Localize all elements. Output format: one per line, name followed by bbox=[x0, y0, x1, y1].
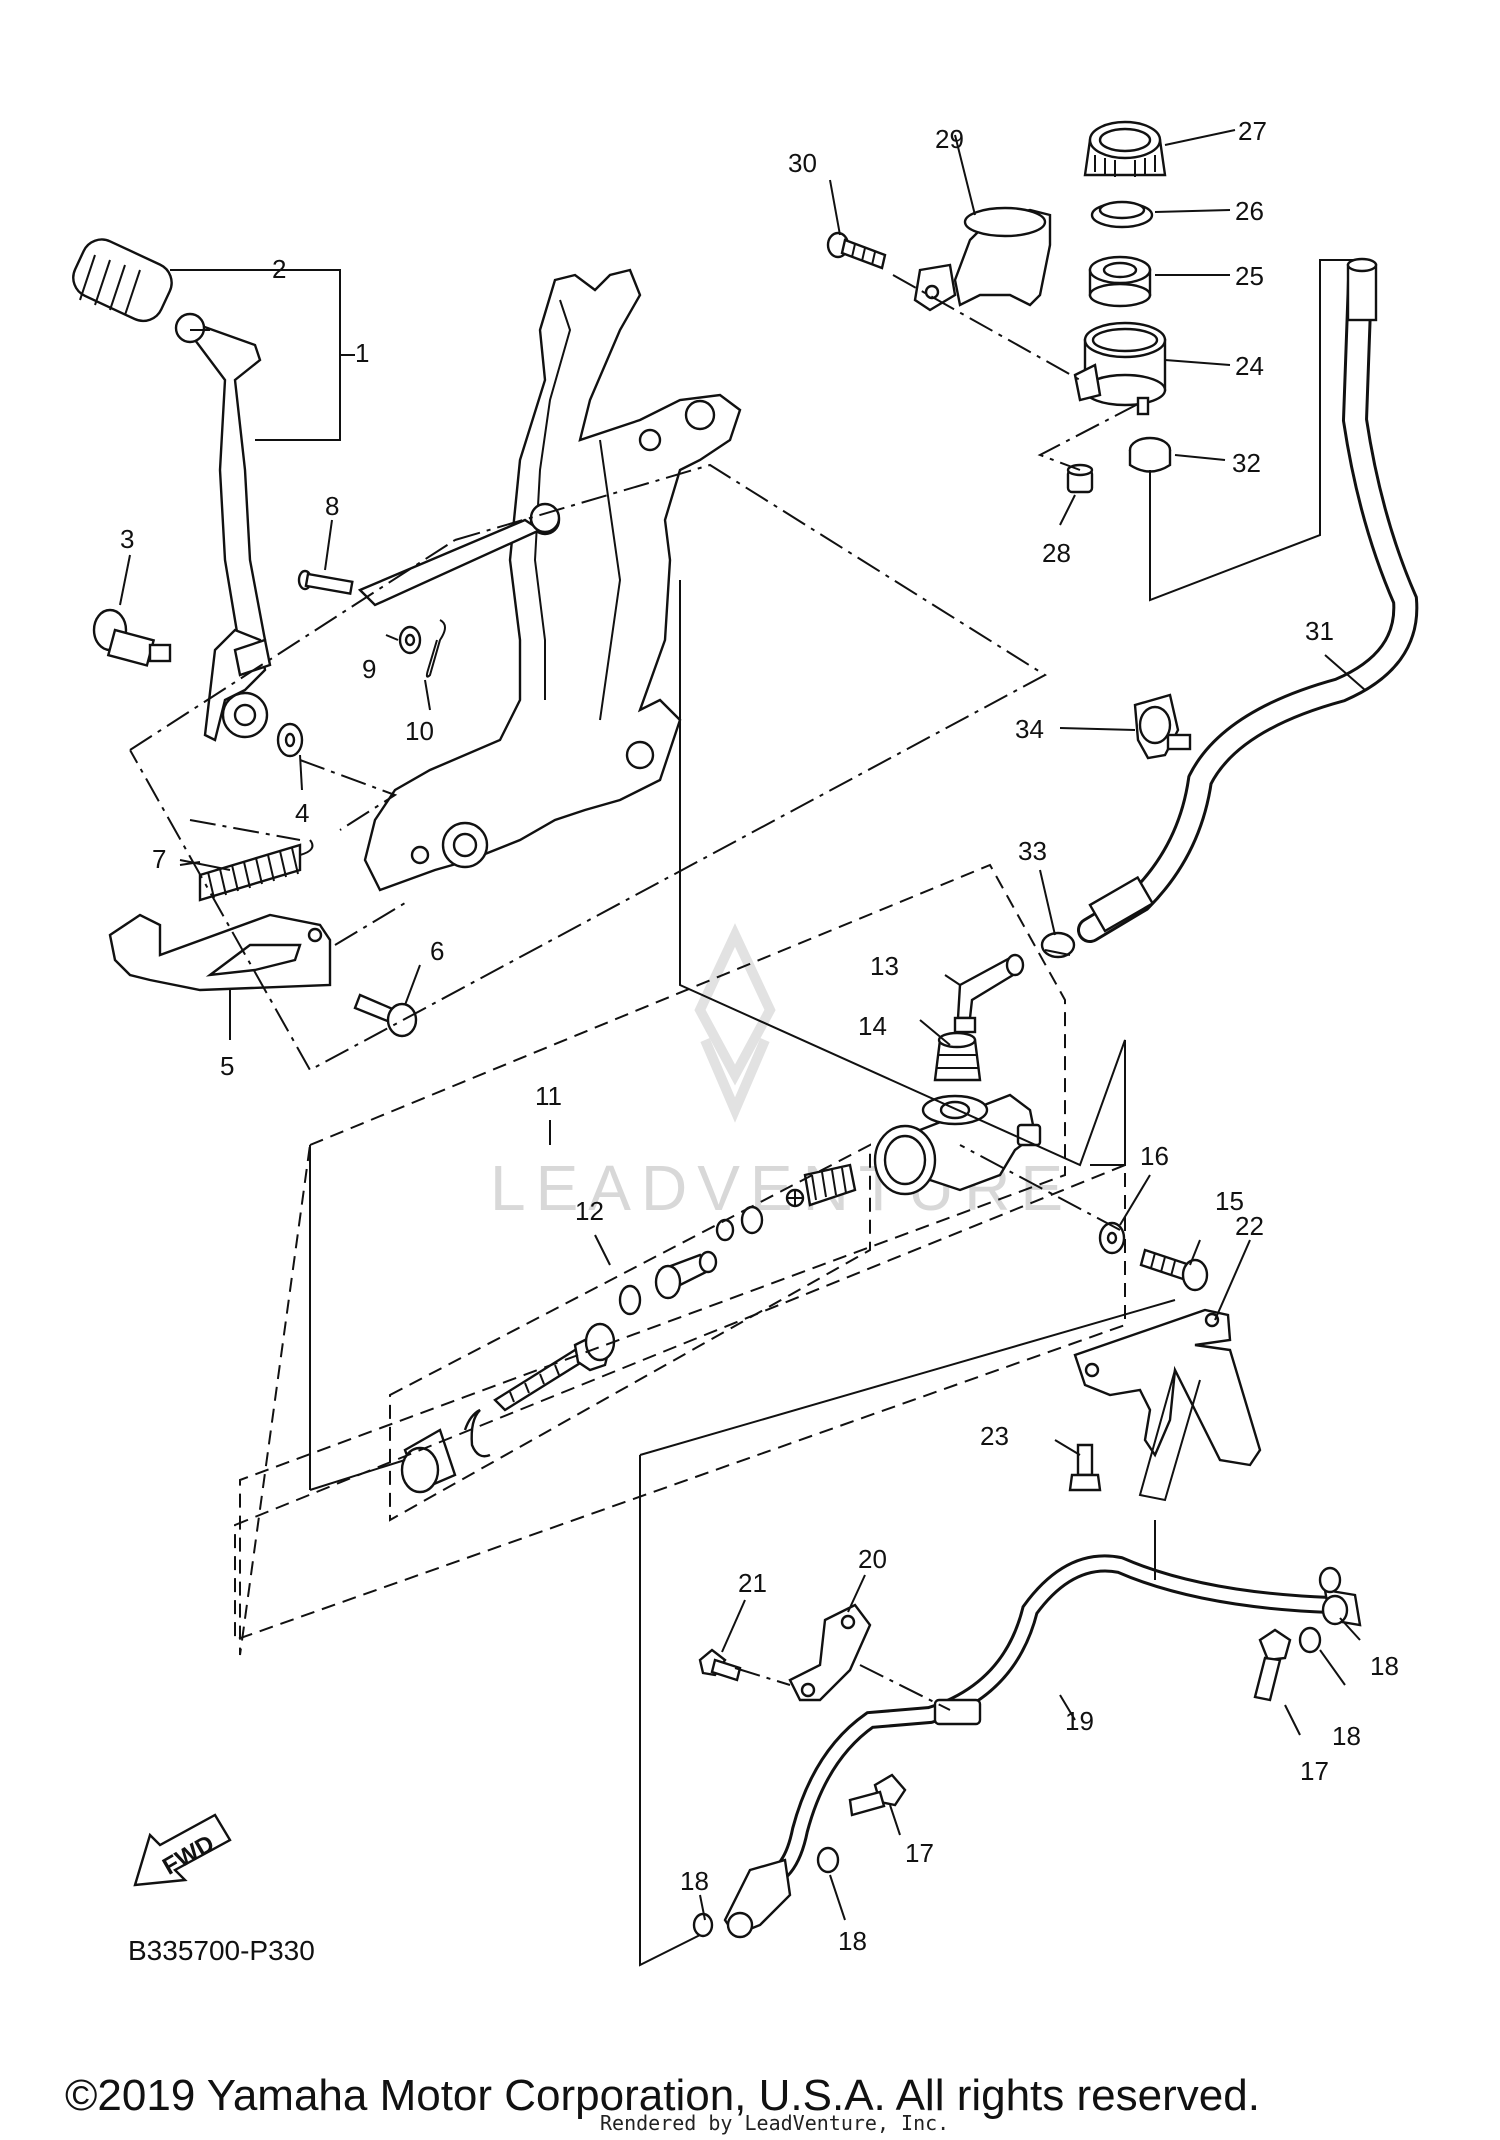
o-ring-joint bbox=[933, 1031, 982, 1082]
callout-21: 21 bbox=[738, 1568, 767, 1598]
callout-2: 2 bbox=[272, 254, 286, 284]
brake-hose bbox=[723, 1554, 1362, 1939]
callout-15: 15 bbox=[1215, 1186, 1244, 1216]
reservoir-cap bbox=[1083, 120, 1167, 177]
cylinder-kit bbox=[400, 1163, 857, 1494]
washer bbox=[276, 722, 304, 758]
reservoir-bolt bbox=[826, 231, 887, 270]
union-bolt-right bbox=[1253, 1628, 1292, 1702]
callout-18b: 18 bbox=[1332, 1721, 1361, 1751]
copyright-text: ©2019 Yamaha Motor Corporation, U.S.A. A… bbox=[65, 2071, 1260, 2120]
mc-washer bbox=[1098, 1221, 1126, 1255]
clevis-pin bbox=[297, 569, 354, 596]
callout-4: 4 bbox=[295, 798, 309, 828]
pivot-bolt bbox=[92, 608, 172, 667]
diaphragm bbox=[1088, 255, 1152, 308]
kit-box-12 bbox=[389, 1143, 871, 1522]
callout-5: 5 bbox=[220, 1051, 234, 1081]
callout-17b: 17 bbox=[905, 1838, 934, 1868]
hose-clamp-lower bbox=[1040, 931, 1076, 959]
spring-plate bbox=[108, 913, 332, 992]
diagram-code: B335700-P330 bbox=[128, 1935, 315, 1966]
callout-22: 22 bbox=[1235, 1211, 1264, 1241]
brake-pedal bbox=[174, 312, 272, 742]
callout-11: 11 bbox=[535, 1081, 562, 1111]
callout-33: 33 bbox=[1018, 836, 1047, 866]
callout-24: 24 bbox=[1235, 351, 1264, 381]
brake-hose-bracket bbox=[1073, 1308, 1262, 1502]
callout-23: 23 bbox=[980, 1421, 1009, 1451]
kit-box-11 bbox=[239, 863, 1066, 1656]
callout-20: 20 bbox=[858, 1544, 887, 1574]
reservoir-tank bbox=[1073, 321, 1167, 416]
hose-clip bbox=[1133, 693, 1192, 760]
bracket-bolt bbox=[1068, 1443, 1102, 1492]
callout-31: 31 bbox=[1305, 616, 1334, 646]
reservoir-hose bbox=[1077, 257, 1419, 943]
hose-guide bbox=[788, 1603, 872, 1702]
callout-32: 32 bbox=[1232, 448, 1261, 478]
callout-8: 8 bbox=[325, 491, 339, 521]
plate-bolt bbox=[353, 993, 418, 1038]
guide-bolt bbox=[698, 1648, 742, 1682]
mc-bolt bbox=[1139, 1248, 1209, 1292]
callout-27: 27 bbox=[1238, 116, 1267, 146]
cap-plate bbox=[1090, 200, 1154, 229]
callout-14: 14 bbox=[858, 1011, 887, 1041]
fwd-arrow-icon: FWD bbox=[133, 1813, 232, 1887]
gaskets-right bbox=[1298, 1566, 1342, 1654]
brake-pedal-rubber bbox=[72, 238, 173, 323]
callout-18: 18 bbox=[1370, 1651, 1399, 1681]
leader-lines bbox=[119, 129, 1366, 1921]
callout-30: 30 bbox=[788, 148, 817, 178]
callout-16: 16 bbox=[1140, 1141, 1169, 1171]
callout-3: 3 bbox=[120, 524, 134, 554]
callout-9: 9 bbox=[362, 654, 376, 684]
hose-clamp bbox=[1128, 436, 1172, 473]
return-spring bbox=[179, 839, 314, 902]
callout-18c: 18 bbox=[680, 1866, 709, 1896]
callout-labels: 1 2 3 4 5 6 7 8 9 10 11 12 13 14 15 16 1… bbox=[120, 116, 1399, 1956]
callout-6: 6 bbox=[430, 936, 444, 966]
callout-25: 25 bbox=[1235, 261, 1264, 291]
callout-12: 12 bbox=[575, 1196, 604, 1226]
callout-28: 28 bbox=[1042, 538, 1071, 568]
callout-26: 26 bbox=[1235, 196, 1264, 226]
callout-13: 13 bbox=[870, 951, 899, 981]
callout-10: 10 bbox=[405, 716, 434, 746]
cotter-pin bbox=[425, 619, 446, 678]
rendered-by-text: Rendered by LeadVenture, Inc. bbox=[600, 2111, 949, 2135]
callout-7: 7 bbox=[152, 844, 166, 874]
callout-17: 17 bbox=[1300, 1756, 1329, 1786]
callout-19: 19 bbox=[1065, 1706, 1094, 1736]
pin-washer bbox=[398, 625, 422, 655]
callout-1: 1 bbox=[355, 338, 369, 368]
callout-29: 29 bbox=[935, 124, 964, 154]
callout-18d: 18 bbox=[838, 1926, 867, 1956]
hose-joint-elbow bbox=[953, 953, 1025, 1034]
callout-34: 34 bbox=[1015, 714, 1044, 744]
reservoir-bracket bbox=[913, 206, 1052, 312]
kit-box-outer bbox=[234, 1163, 1126, 1642]
union-bolt-left bbox=[848, 1773, 907, 1817]
